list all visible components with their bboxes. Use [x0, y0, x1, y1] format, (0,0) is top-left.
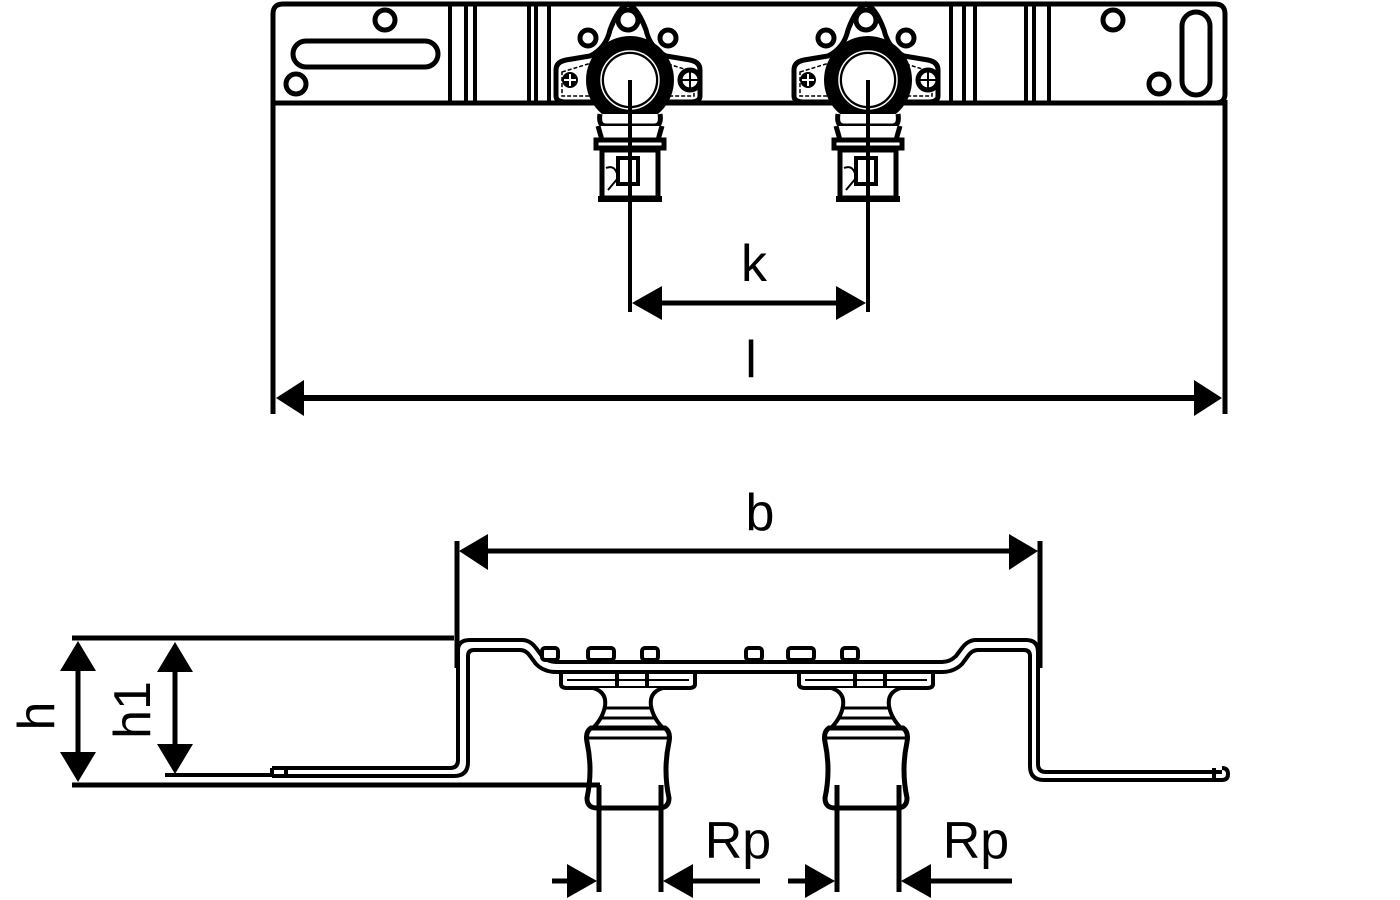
arrowhead-b-left — [459, 534, 488, 570]
arrowhead-h-top — [60, 641, 96, 671]
dimension-h: h — [8, 641, 96, 782]
right-hole-top — [1100, 7, 1126, 33]
label-l: l — [745, 331, 757, 389]
arrowhead-rp-right-out — [901, 864, 931, 898]
top-view: k l — [270, 1, 1228, 416]
arrowhead-b-right — [1009, 534, 1038, 570]
dimension-rp-right: Rp — [788, 812, 1012, 898]
label-b: b — [746, 484, 775, 542]
right-hole-bottom — [1146, 71, 1172, 97]
right-slot — [1179, 9, 1213, 98]
dimension-k: k — [632, 235, 866, 320]
arrowhead-rp-right-in — [805, 864, 835, 898]
mounting-plate-outline — [270, 1, 1228, 106]
label-rp-left: Rp — [705, 812, 771, 870]
arrowhead-k-left — [632, 286, 662, 320]
label-rp-right: Rp — [943, 812, 1009, 870]
dimension-h1: h1 — [104, 642, 193, 774]
bolt-heads — [540, 646, 860, 662]
arrowhead-h1-top — [157, 642, 193, 672]
label-h: h — [8, 702, 66, 731]
left-hole-top — [372, 7, 398, 33]
side-view: b — [8, 484, 1231, 898]
dimension-b: b — [459, 484, 1038, 570]
dimension-rp-left: Rp — [552, 812, 771, 898]
arrowhead-rp-left-in — [567, 864, 597, 898]
plate-ribs — [448, 4, 1051, 103]
arrowhead-h1-bottom — [157, 744, 193, 774]
dimension-l: l — [276, 331, 1222, 416]
outlet-side-left — [561, 672, 695, 808]
arrowhead-h-bottom — [60, 752, 96, 782]
arrowhead-k-right — [836, 286, 866, 320]
pipe-lines — [596, 785, 902, 892]
left-hole-bottom — [283, 71, 309, 97]
label-k: k — [741, 235, 768, 293]
label-h1: h1 — [104, 681, 162, 739]
arrowhead-l-left — [276, 380, 304, 416]
arrowhead-rp-left-out — [663, 864, 693, 898]
arrowhead-l-right — [1194, 380, 1222, 416]
left-slot — [290, 38, 441, 70]
outlet-side-right — [799, 672, 933, 808]
